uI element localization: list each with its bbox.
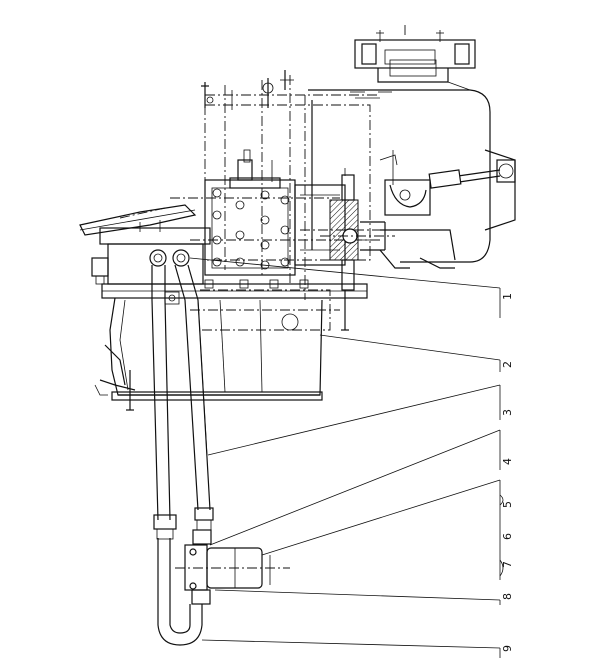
callout-7: 7 [501,561,514,568]
pump-body [94,291,323,411]
hoses [151,264,211,521]
callout-3: 3 [501,409,514,416]
callout-2: 2 [501,361,514,368]
left-lever [79,204,197,236]
top-studs [201,70,392,110]
callout-8: 8 [501,593,514,600]
callout-1: 1 [501,293,514,300]
callout-labels: 1 2 3 4 5 6 7 8 9 [501,293,514,652]
top-motor-housing [308,25,516,269]
valve-block [204,149,395,331]
solenoid-valve [175,544,290,605]
callout-6: 6 [501,533,514,540]
manifold-block [91,220,368,331]
u-bend-pipe [157,538,203,646]
hose-fittings [153,507,214,545]
callout-4: 4 [501,458,514,465]
callout-9: 9 [501,645,514,652]
leader-lines [189,257,504,658]
callout-5: 5 [501,501,514,508]
